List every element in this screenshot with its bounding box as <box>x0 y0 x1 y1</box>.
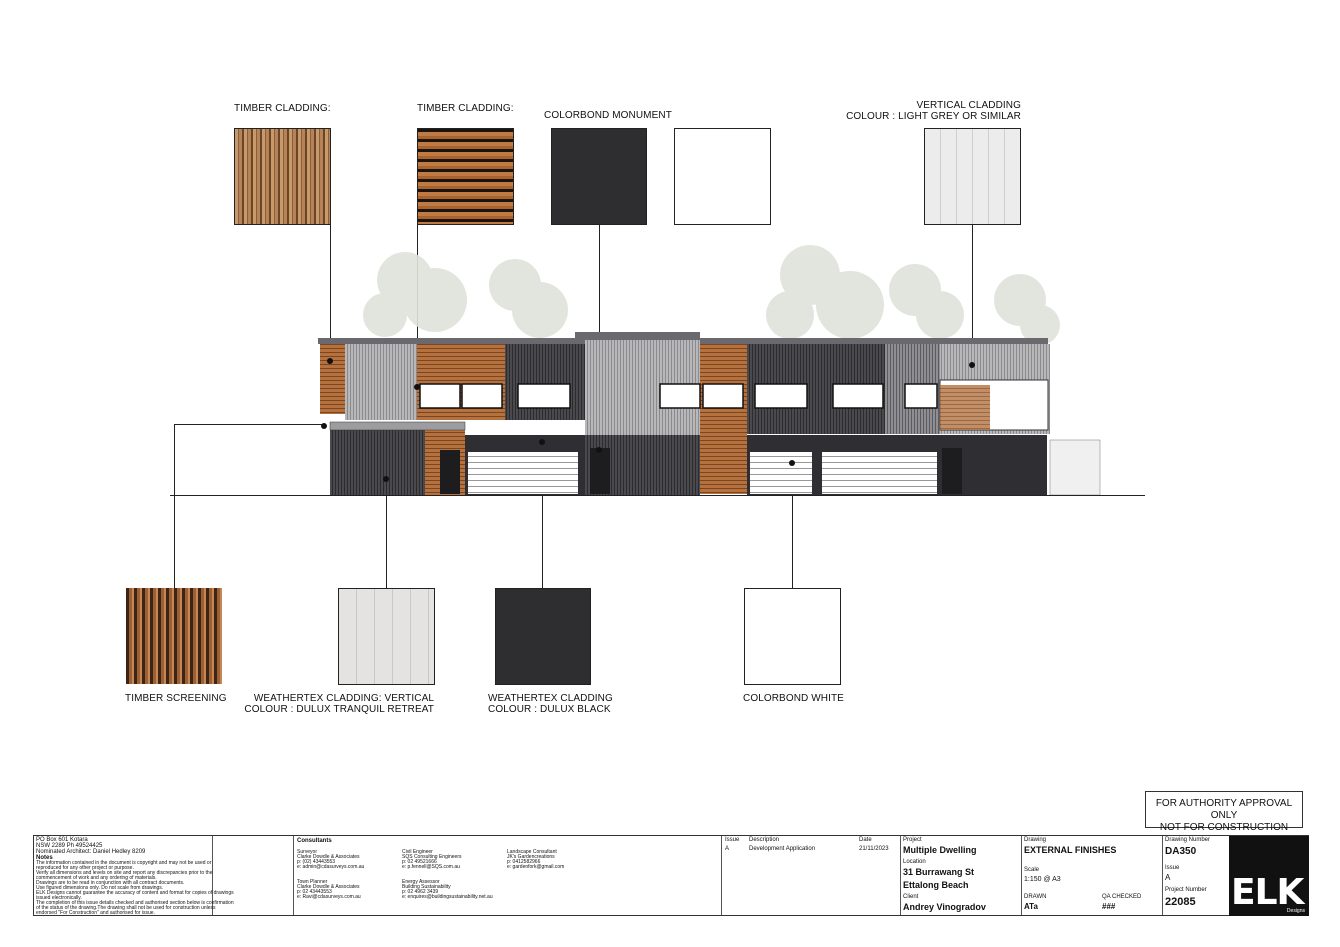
issue-header: Issue <box>725 837 740 843</box>
drawn-header: DRAWN <box>1024 894 1047 900</box>
issue-value: A <box>725 846 730 852</box>
consultant-line: e: gardenfork@gmail.com <box>507 864 565 870</box>
location-line-1: 31 Burrawang St <box>903 867 975 877</box>
drawing-number-header: Drawing Number <box>1165 837 1211 843</box>
swatch-vertical-cladding-light-grey <box>924 128 1021 225</box>
consultant-line: Civil Engineer <box>402 849 433 855</box>
description-header: Description <box>749 837 780 843</box>
label-weathertex-black-2: COLOUR : DULUX BLACK <box>488 704 611 715</box>
note-line: commencement of work and any ordering of… <box>36 875 157 881</box>
note-line: issued electronically. <box>36 895 82 901</box>
consultant-line: p: 02 43443553 <box>297 889 332 895</box>
client-header: Client <box>903 894 919 900</box>
consultant-line: e: p.fennell@SQS.com.au <box>402 864 460 870</box>
note-line: ELK Designs cannot guarantee the accurac… <box>36 890 234 896</box>
building-elevation <box>170 245 1145 496</box>
scale-header: Scale <box>1024 867 1040 873</box>
drawing-header: Drawing <box>1024 837 1047 843</box>
consultant-line: p: 0412582966 <box>507 859 541 865</box>
consultant-line: SQS Consulting Engineers <box>402 854 462 860</box>
consultant-line: Energy Assessor <box>402 879 440 885</box>
project-number-header: Project Number <box>1165 887 1207 893</box>
consultant-line: Building Sustainability <box>402 884 451 890</box>
consultant-line: Town Planner <box>297 879 328 885</box>
project-name: Multiple Dwelling <box>903 845 977 855</box>
label-vertical-cladding-1: VERTICAL CLADDING <box>916 100 1021 111</box>
client-name: Andrey Vinogradov <box>903 902 986 912</box>
nominated-architect: Nominated Architect: Daniel Hedley 8209 <box>36 849 146 855</box>
note-line: endorsed "For Construction" and authoris… <box>36 910 155 916</box>
consultant-line: e: enquires@buildingsustainability.net.a… <box>402 894 493 900</box>
label-vertical-cladding-2: COLOUR : LIGHT GREY OR SIMILAR <box>846 111 1021 122</box>
label-colorbond-monument: COLORBOND MONUMENT <box>544 110 672 121</box>
label-colorbond-white: COLORBOND WHITE <box>743 693 844 704</box>
logo-subtext: Designs <box>1286 908 1305 914</box>
approval-stamp: FOR AUTHORITY APPROVAL ONLY NOT FOR CONS… <box>1145 791 1303 833</box>
date-value: 21/11/2023 <box>859 846 889 852</box>
swatch-colorbond-white <box>744 588 841 685</box>
label-weathertex-vertical-2: COLOUR : DULUX TRANQUIL RETREAT <box>244 704 434 715</box>
consultant-line: p: 02 4962 3439 <box>402 889 439 895</box>
swatch-weathertex-tranquil-retreat <box>338 588 435 685</box>
date-header: Date <box>859 837 872 843</box>
note-line: The completion of this issue details che… <box>36 900 234 906</box>
consultant-line: e: Ravi@cdasurveys.com.au <box>297 894 361 900</box>
swatch-colorbond-monument <box>551 128 647 225</box>
elk-logo: ELK Designs <box>1229 836 1309 916</box>
stamp-line-1: FOR AUTHORITY APPROVAL ONLY <box>1155 798 1293 821</box>
note-line: of the status of the drawing.The drawing… <box>36 905 216 911</box>
consultant-line: e: admin@cdasurveys.com.au <box>297 864 365 870</box>
note-line: The information contained in the documen… <box>36 860 212 866</box>
logo-text: ELK <box>1231 872 1304 913</box>
swatch-weathertex-black <box>495 588 591 685</box>
consultant-line: JK's Gardencreations <box>507 854 555 860</box>
drawn-value: ATa <box>1024 902 1038 911</box>
label-timber-cladding-2: TIMBER CLADDING: <box>417 103 514 114</box>
swatch-timber-cladding-horizontal <box>417 128 514 225</box>
consultant-line: p: 02 49521666 <box>402 859 437 865</box>
drawing-number: DA350 <box>1165 846 1197 857</box>
location-line-2: Ettalong Beach <box>903 880 969 890</box>
office-address-1: PO Box 601 Kotara <box>36 837 88 843</box>
qa-header: QA CHECKED <box>1102 894 1142 900</box>
consultant-line: Landscape Consultant <box>507 849 557 855</box>
swatch-white-top <box>674 128 771 225</box>
label-timber-cladding-1: TIMBER CLADDING: <box>234 103 331 114</box>
notes-title: Notes <box>36 855 53 861</box>
title-block: PO Box 601 Kotara NSW 2289 Ph 49524425 N… <box>33 835 1309 916</box>
drawing-title: EXTERNAL FINISHES <box>1024 845 1117 855</box>
consultant-line: Clarke Dowdle & Associates <box>297 854 360 860</box>
consultant-line: Clarke Dowdle & Associates <box>297 884 360 890</box>
office-address-2: NSW 2289 Ph 49524425 <box>36 843 103 849</box>
consultant-line: Surveyor <box>297 849 318 855</box>
description-value: Development Application <box>749 846 816 852</box>
swatch-timber-cladding-vertical <box>234 128 331 225</box>
scale-value: 1:150 @ A3 <box>1024 876 1061 883</box>
issue-number-header: Issue <box>1165 865 1180 871</box>
project-header: Project <box>903 837 922 843</box>
location-header: Location <box>903 859 926 865</box>
label-weathertex-black-1: WEATHERTEX CLADDING <box>488 693 613 704</box>
project-number: 22085 <box>1165 896 1196 908</box>
label-timber-screening: TIMBER SCREENING <box>125 693 227 704</box>
consultants-title: Consultants <box>297 838 332 844</box>
stamp-line-2: NOT FOR CONSTRUCTION <box>1159 822 1289 833</box>
qa-value: ### <box>1102 902 1116 911</box>
consultant-line: p: (02) 43443553 <box>297 859 336 865</box>
swatch-timber-screening <box>126 588 222 684</box>
note-line: Use figured dimensions only. Do not scal… <box>36 885 164 891</box>
issue-number: A <box>1165 873 1171 882</box>
note-line: Verify all dimensions and levels on site… <box>36 870 213 876</box>
note-line: Drawings are to be read in conjunction w… <box>36 880 185 886</box>
note-line: reproduced for any other project or purp… <box>36 865 134 871</box>
label-weathertex-vertical-1: WEATHERTEX CLADDING: VERTICAL <box>253 693 434 704</box>
